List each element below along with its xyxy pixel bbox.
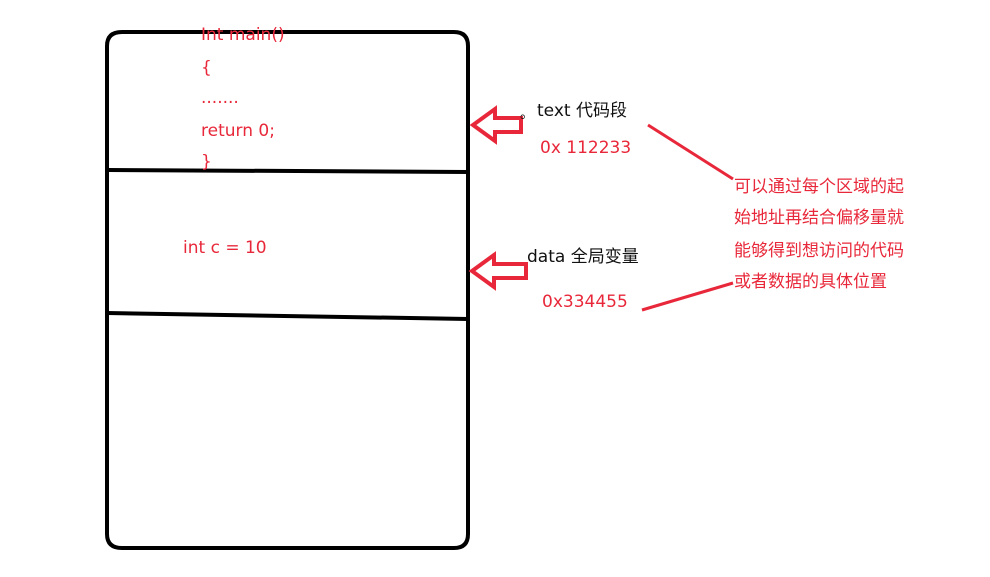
connector-data-note [641,281,734,312]
text-segment-label: text 代码段 [537,101,627,121]
connector-text-note [647,123,734,181]
code-line: } [201,152,212,172]
left-arrow-icon [469,105,523,145]
left-arrow-icon [468,251,528,291]
data-segment-address: 0x334455 [542,292,628,312]
divider-data-rest [106,311,469,321]
text-segment-address: 0x 112233 [540,138,632,158]
data-code: int c = 10 [183,238,267,258]
memory-block [105,30,470,550]
data-segment-label: data 全局变量 [527,247,639,267]
divider-text-data [107,168,469,174]
code-line: { [201,58,212,78]
code-line: Int main() [201,25,285,45]
note-line: 或者数据的具体位置 [734,272,887,292]
note-line: 始地址再结合偏移量就 [734,208,904,228]
note-line: 能够得到想访问的代码 [734,241,904,261]
note-line: 可以通过每个区域的起 [734,177,904,197]
code-line: ....... [201,88,239,108]
text-prefix-mark: 。 [520,106,534,122]
code-line: return 0; [201,121,275,141]
